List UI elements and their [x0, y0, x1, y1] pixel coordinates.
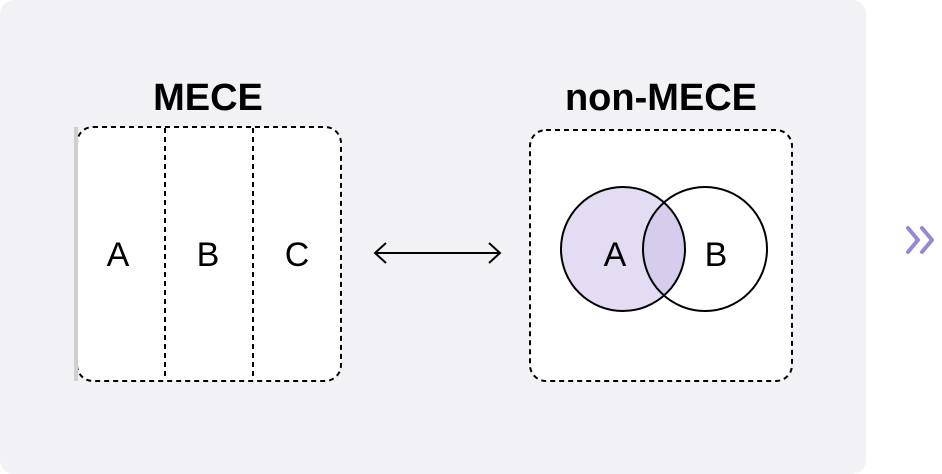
circle-b — [642, 186, 768, 312]
mece-box: A B C — [74, 126, 342, 382]
non-mece-box: A B — [529, 129, 793, 382]
circle-a — [560, 186, 686, 312]
mece-frame — [76, 126, 342, 382]
mece-cell-b: B — [197, 236, 220, 274]
double-arrow-icon — [373, 242, 502, 264]
mece-cell-a: A — [107, 236, 130, 274]
circle-a-label: A — [604, 236, 627, 274]
mece-cell-c: C — [285, 236, 310, 274]
circle-b-label: B — [705, 236, 728, 274]
diagram-graphics: A B C A B — [74, 126, 793, 382]
mece-title: MECE — [153, 77, 263, 119]
mece-left-edge — [74, 127, 78, 381]
chevron-right-double-icon[interactable] — [902, 220, 942, 260]
circles-overlap-fill — [643, 187, 685, 311]
non-mece-title: non-MECE — [564, 77, 758, 119]
